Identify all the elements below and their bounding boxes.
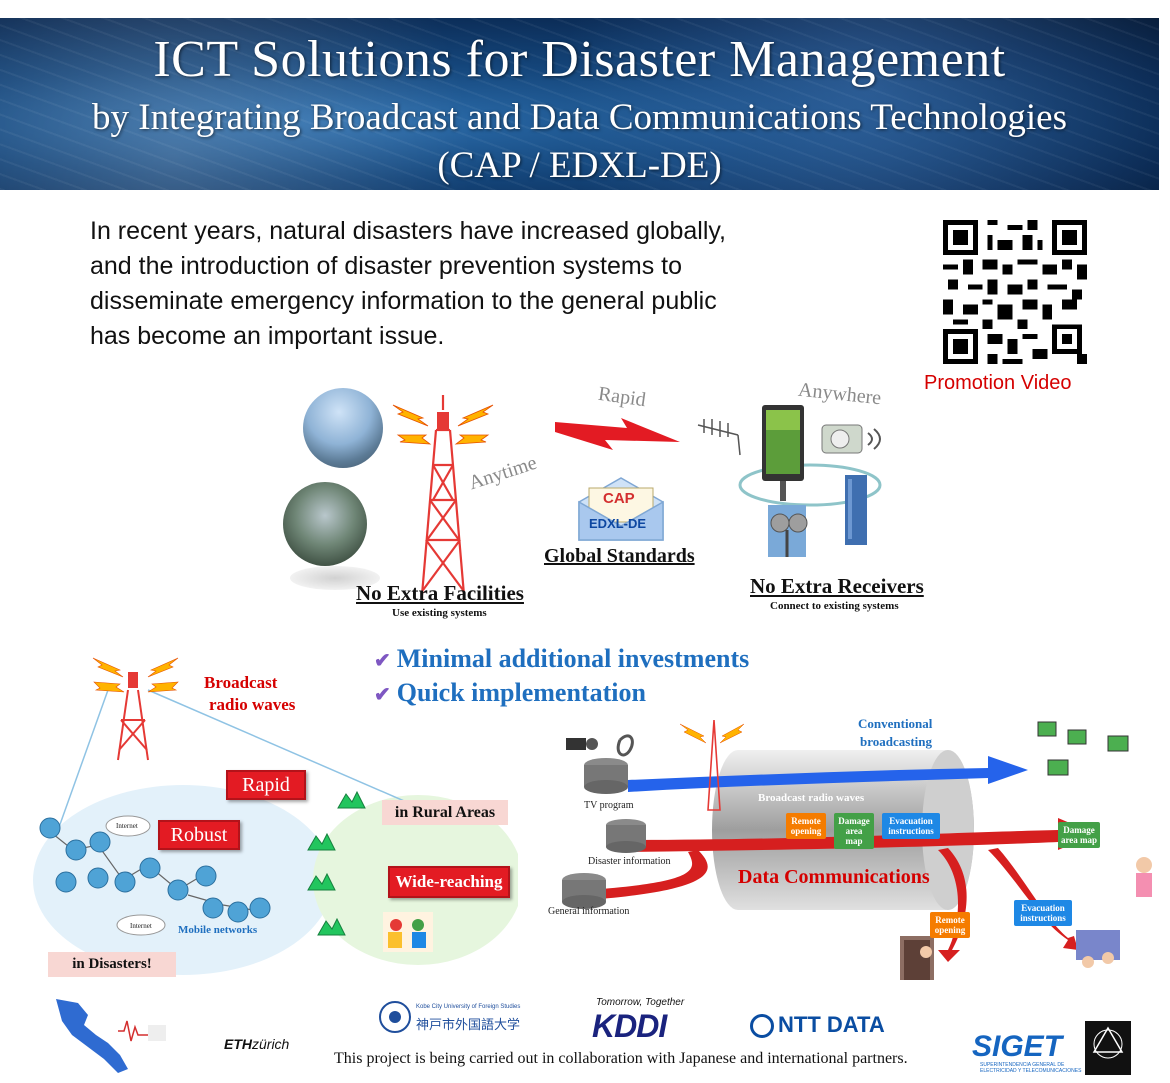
robust-badge: Robust bbox=[158, 820, 240, 850]
rapid-label: Rapid bbox=[596, 382, 648, 412]
connect-existing-label: Connect to existing systems bbox=[770, 600, 899, 612]
receivers-icon bbox=[697, 405, 882, 557]
cap-envelope-icon bbox=[578, 477, 664, 541]
benefit-item: ✔Minimal additional investments bbox=[374, 644, 750, 673]
global-standards-label: Global Standards bbox=[544, 545, 695, 567]
edxl-label: EDXL-DE bbox=[589, 516, 647, 531]
mountain-tower-photo bbox=[283, 482, 367, 566]
shadow-ellipse bbox=[290, 566, 380, 590]
data-communications-label: Data Communications bbox=[738, 866, 930, 888]
broadcast-label-line1: Broadcast bbox=[204, 673, 278, 692]
no-extra-facilities-label: No Extra Facilities bbox=[356, 581, 524, 605]
disaster-info-label: Disaster information bbox=[588, 856, 671, 867]
kddi-logo: KDDI bbox=[592, 1008, 667, 1044]
rural-areas-label: in Rural Areas bbox=[382, 800, 508, 825]
checkmark-icon: ✔ bbox=[374, 650, 391, 672]
intro-line: and the introduction of disaster prevent… bbox=[90, 252, 682, 280]
cap-label: CAP bbox=[603, 490, 635, 507]
evacuation-bottom-pill: Evacuation instructions bbox=[1014, 900, 1072, 926]
data-communications-diagram bbox=[562, 719, 1152, 980]
collaboration-note: This project is being carried out in col… bbox=[334, 1050, 908, 1067]
kobe-university-jp: 神戸市外国語大学 bbox=[416, 1017, 521, 1032]
central-america-map-logo bbox=[56, 999, 166, 1073]
wide-reaching-badge: Wide-reaching bbox=[388, 866, 510, 898]
qr-code-icon[interactable] bbox=[942, 220, 1088, 364]
header-banner: ICT Solutions for Disaster Management by… bbox=[0, 18, 1159, 190]
remote-opening-bottom-pill: Remote opening bbox=[930, 912, 970, 938]
city-photo bbox=[303, 388, 383, 468]
intro-line: disseminate emergency information to the… bbox=[90, 287, 717, 315]
ntt-data-logo: NTT DATA bbox=[750, 1012, 885, 1039]
broadcast-waves-label: Broadcast radio waves bbox=[758, 792, 865, 804]
kobe-university-name: Kobe City University of Foreign Studies bbox=[416, 1004, 521, 1010]
conventional-label-line2: broadcasting bbox=[860, 734, 932, 749]
intro-line: In recent years, natural disasters have … bbox=[90, 217, 726, 245]
remote-opening-pill: Remote opening bbox=[786, 813, 826, 839]
damage-map-right-pill: Damage area map bbox=[1058, 822, 1100, 848]
internet-label: Internet bbox=[130, 922, 152, 930]
standards-label: (CAP / EDXL-DE) bbox=[437, 145, 722, 186]
page-subtitle: by Integrating Broadcast and Data Commun… bbox=[92, 97, 1067, 138]
kobe-university-emblem-icon bbox=[379, 1001, 411, 1033]
mobile-networks-label: Mobile networks bbox=[178, 924, 258, 936]
intro-line: has become an important issue. bbox=[90, 322, 445, 350]
evacuation-pill: Evacuation instructions bbox=[882, 813, 940, 839]
rapid-badge: Rapid bbox=[226, 770, 306, 800]
disasters-label: in Disasters! bbox=[48, 952, 176, 977]
siget-logo: SIGET bbox=[972, 1030, 1063, 1063]
benefit-item: ✔Quick implementation bbox=[374, 678, 646, 707]
internet-label: Internet bbox=[116, 822, 138, 830]
siget-subtitle: SUPERINTENDENCIA GENERAL DE ELECTRICIDAD… bbox=[980, 1062, 1082, 1074]
use-existing-label: Use existing systems bbox=[392, 607, 487, 619]
page-title: ICT Solutions for Disaster Management bbox=[153, 31, 1006, 88]
conventional-label-line1: Conventional bbox=[858, 716, 933, 731]
intro-paragraph: In recent years, natural disasters have … bbox=[90, 214, 870, 354]
checkmark-icon: ✔ bbox=[374, 684, 391, 706]
tv-program-label: TV program bbox=[584, 800, 634, 811]
eth-logo: ETHzürich bbox=[224, 1036, 290, 1052]
no-extra-receivers-label: No Extra Receivers bbox=[750, 574, 924, 598]
kddi-tagline: Tomorrow, Together bbox=[596, 997, 685, 1008]
damage-map-pill: Damage area map bbox=[834, 813, 874, 849]
general-info-label: General information bbox=[548, 906, 630, 917]
broadcast-label-line2: radio waves bbox=[209, 695, 296, 714]
ntt-data-ring-icon bbox=[750, 1014, 774, 1039]
transmission-tower-icon bbox=[392, 395, 494, 596]
promotion-video-label[interactable]: Promotion Video bbox=[924, 372, 1072, 394]
lightning-bolt-icon bbox=[555, 418, 680, 450]
el-salvador-seal-icon bbox=[1085, 1021, 1131, 1075]
